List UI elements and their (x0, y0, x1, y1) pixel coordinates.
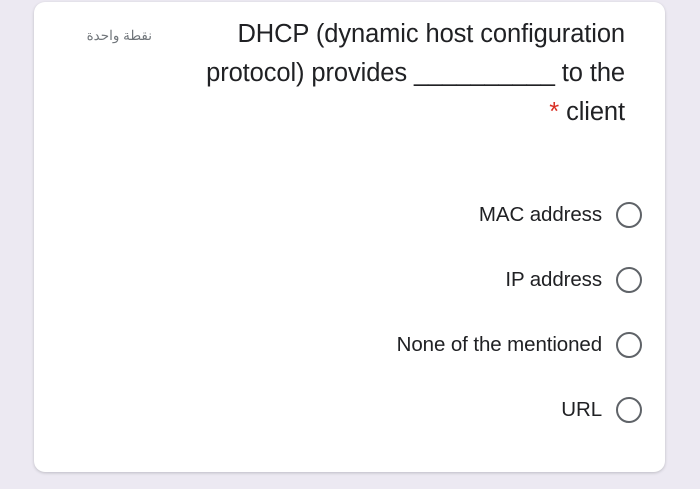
option-row-ip-address[interactable]: IP address (34, 247, 665, 312)
radio-button-url[interactable] (616, 396, 642, 423)
option-row-mac-address[interactable]: MAC address (34, 182, 665, 247)
options-list: MAC address IP address None of the menti… (34, 182, 665, 442)
option-label-url: URL (561, 397, 602, 421)
option-label-none-of-the-mentioned: None of the mentioned (396, 332, 602, 356)
question-line-1: DHCP (dynamic host configuration (237, 20, 625, 48)
option-label-mac-address: MAC address (478, 202, 602, 226)
question-line-3: * client (549, 98, 625, 126)
radio-button-none-of-the-mentioned[interactable] (616, 331, 642, 358)
option-label-ip-address: IP address (505, 267, 602, 291)
question-line-2: protocol) provides __________ to the (206, 59, 625, 87)
question-card: نقطة واحدة DHCP (dynamic host configurat… (34, 2, 665, 472)
option-row-none-of-the-mentioned[interactable]: None of the mentioned (34, 312, 665, 377)
radio-button-ip-address[interactable] (616, 266, 642, 293)
question-line-3-text: client (566, 98, 625, 126)
required-asterisk: * (549, 98, 560, 126)
points-label: نقطة واحدة (86, 28, 152, 43)
question-text: DHCP (dynamic host configuration protoco… (185, 15, 625, 132)
question-header: نقطة واحدة DHCP (dynamic host configurat… (34, 2, 665, 126)
radio-button-mac-address[interactable] (616, 201, 642, 228)
option-row-url[interactable]: URL (34, 377, 665, 442)
